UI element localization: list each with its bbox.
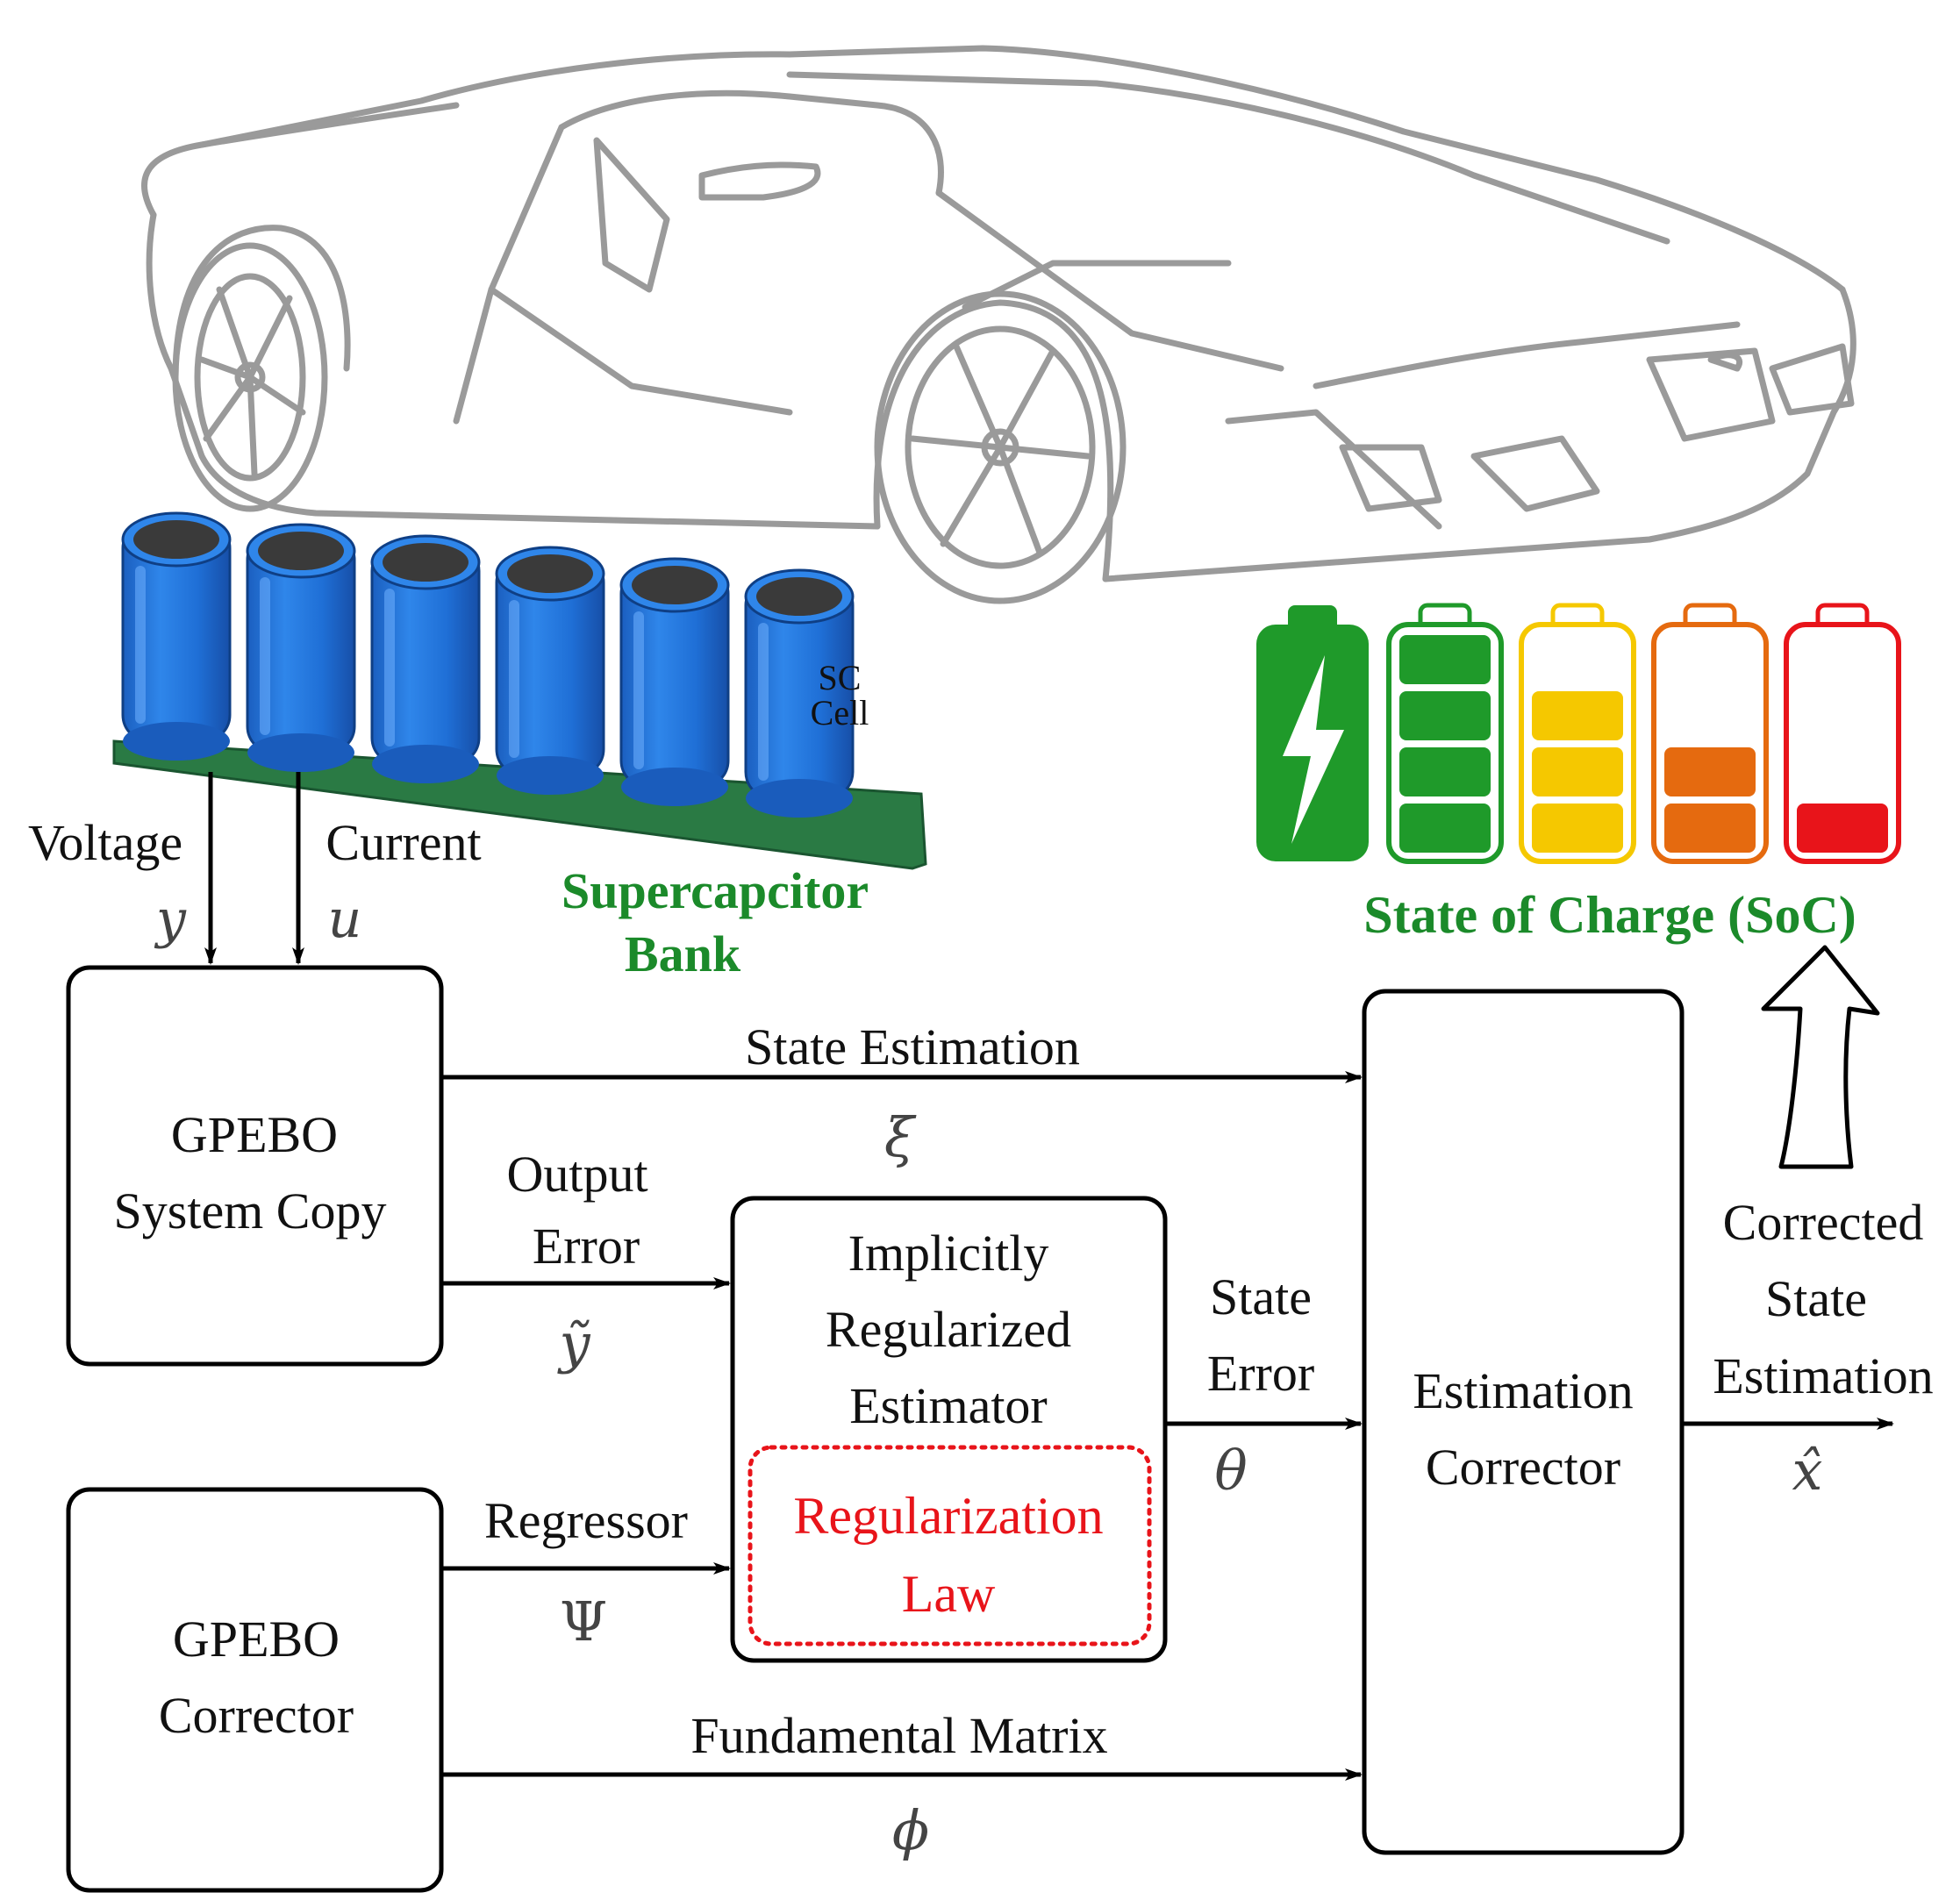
supercapacitor-cell: [246, 523, 356, 772]
sc-cell-label-line1: SC: [819, 658, 862, 697]
state-error-line1: State: [1210, 1268, 1312, 1325]
reg-law-line2: Law: [902, 1565, 996, 1623]
supercapacitor-cell: [744, 568, 855, 818]
phi-symbol: ϕ: [892, 1798, 929, 1862]
soc-battery: [1519, 603, 1636, 864]
estimator-line1: Implicitly: [848, 1225, 1049, 1282]
theta-symbol: θ: [1214, 1439, 1247, 1503]
gpebo-corrector-block: [66, 1487, 444, 1893]
supercapacitor-cell: [370, 534, 481, 783]
corrector-line1: GPEBO: [173, 1611, 340, 1668]
supercapacitor-cell: [121, 511, 232, 761]
reg-law-line1: Regularization: [793, 1487, 1103, 1545]
voltage-label: Voltage: [28, 814, 182, 871]
input-signals: Voltage y Current u: [28, 772, 482, 965]
output-error-line1: Output: [506, 1146, 647, 1203]
hollow-up-arrow: [1761, 945, 1880, 1169]
sports-car-sketch: [141, 45, 1856, 604]
supercapacitor-title-line1: Supercapcitor: [562, 862, 869, 919]
corrector-line2: Corrector: [159, 1687, 354, 1744]
estimation-corrector-block: [1362, 989, 1685, 1855]
est-corrector-line1: Estimation: [1413, 1362, 1633, 1419]
lightning-bolt-icon: [1283, 655, 1344, 844]
supercapacitor-cell: [619, 557, 730, 806]
corrected-line2: State: [1765, 1270, 1867, 1327]
system-copy-line2: System Copy: [114, 1182, 387, 1239]
psi-symbol: Ψ: [560, 1589, 607, 1654]
voltage-symbol: y: [154, 889, 187, 950]
y-tilde-symbol: ỹ: [556, 1311, 590, 1375]
supercapacitor-bank: SC Cell Supercapcitor Bank: [112, 511, 927, 982]
soc-battery: [1651, 603, 1769, 864]
regressor-label: Regressor: [484, 1492, 688, 1549]
estimator-line3: Estimator: [849, 1377, 1048, 1434]
supercapacitor-cell: [495, 546, 605, 795]
xi-symbol: ξ: [884, 1105, 917, 1169]
soc-batteries: [1256, 603, 1901, 864]
corrected-line3: Estimation: [1713, 1347, 1933, 1404]
estimator-line2: Regularized: [826, 1301, 1071, 1358]
regularized-estimator-block: [730, 1196, 1168, 1663]
soc-battery: [1256, 605, 1369, 861]
state-error-line2: Error: [1207, 1345, 1314, 1402]
soc-battery: [1784, 603, 1901, 864]
soc-battery: [1386, 603, 1504, 864]
soc-label: State of Charge (SoC): [1363, 886, 1856, 944]
supercapacitor-title-line2: Bank: [625, 925, 741, 982]
gpebo-system-copy-block: [66, 965, 444, 1367]
current-symbol: u: [328, 889, 362, 950]
corrected-line1: Corrected: [1723, 1194, 1924, 1251]
regularization-law-block: [748, 1445, 1152, 1646]
system-copy-line1: GPEBO: [171, 1106, 338, 1163]
fundamental-matrix-label: Fundamental Matrix: [690, 1707, 1107, 1764]
sc-cell-label-line2: Cell: [811, 693, 869, 732]
output-error-line2: Error: [533, 1218, 640, 1275]
state-estimation-label: State Estimation: [745, 1018, 1080, 1075]
current-label: Current: [325, 814, 481, 871]
est-corrector-line2: Corrector: [1426, 1439, 1620, 1496]
x-hat-symbol: x̂: [1792, 1439, 1823, 1503]
